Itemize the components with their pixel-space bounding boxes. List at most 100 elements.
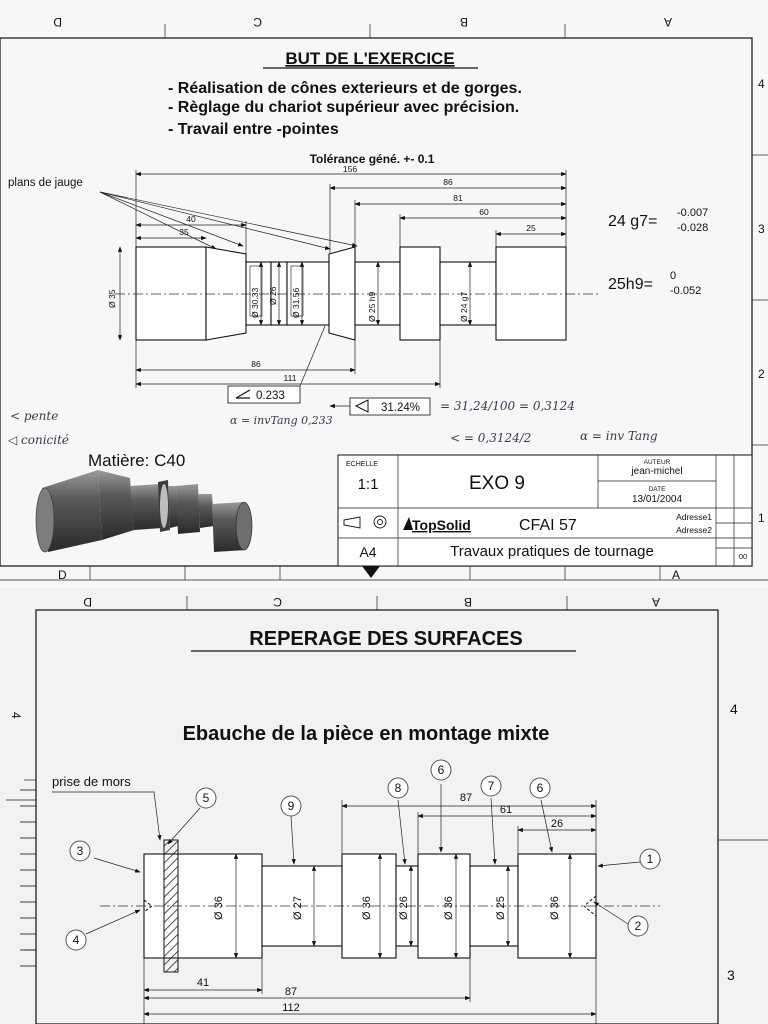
border-number-3: 3 xyxy=(758,222,765,236)
diam-31-56: Ø 31.56 xyxy=(291,287,301,318)
tolerance-note: Tolérance géné. +- 0.1 xyxy=(310,152,435,166)
border-number-4: 4 xyxy=(758,77,765,91)
balloons: 1 2 3 4 5 6 6 7 8 9 xyxy=(65,759,661,951)
svg-text:8: 8 xyxy=(395,781,402,795)
part-profile xyxy=(135,246,567,341)
bottom-letter-a: A xyxy=(672,568,680,582)
hand-note-inv-tang-2: α = inv Tang xyxy=(580,429,658,443)
material-label: Matière: C40 xyxy=(88,451,185,470)
rough-dim-87-top: 87 xyxy=(460,792,472,804)
objective-1: - Réalisation de cônes exterieurs et de … xyxy=(168,80,522,97)
svg-text:5: 5 xyxy=(203,791,210,805)
fit-h9-lower: -0.052 xyxy=(670,285,701,297)
school-name: CFAI 57 xyxy=(519,517,577,534)
hand-note-pente: < pente xyxy=(10,409,58,423)
bottom-sheet: D C B A 4 4 3 REPERAGE DES SURFACES Ebau… xyxy=(0,588,768,1024)
rough-diam-36-c: Ø 36 xyxy=(443,896,455,920)
border-letter-a: A xyxy=(664,15,672,29)
rough-diam-36-a: Ø 36 xyxy=(213,896,225,920)
bottom-letter-d: D xyxy=(58,568,67,582)
dim-111: 111 xyxy=(284,373,297,383)
svg-text:7: 7 xyxy=(488,779,495,793)
hand-note-inv-tang: α = invTang 0,233 xyxy=(230,414,333,427)
rough-diam-36-d: Ø 36 xyxy=(549,896,561,920)
bottom-border-number-4-left: 4 xyxy=(9,712,23,719)
date-label: DATE xyxy=(649,486,667,493)
rough-dim-87-bottom: 87 xyxy=(285,986,297,998)
svg-text:3: 3 xyxy=(77,844,84,858)
drawing-title: EXO 9 xyxy=(469,473,525,494)
dim-25: 25 xyxy=(526,223,536,233)
slope-callout: 0.233 xyxy=(227,325,326,404)
svg-text:6: 6 xyxy=(438,763,445,777)
bottom-border-letter-d: D xyxy=(83,595,92,609)
objective-2: - Règlage du chariot supérieur avec préc… xyxy=(168,99,519,116)
hand-note-ratio: = 31,24/100 = 0,3124 xyxy=(440,399,575,413)
diam-30-33: Ø 30.33 xyxy=(250,287,260,318)
diam-26: Ø 26 xyxy=(268,286,278,305)
fit-g7-label: 24 g7= xyxy=(608,213,657,230)
svg-text:2: 2 xyxy=(635,919,642,933)
adresse-2: Adresse2 xyxy=(676,525,712,535)
border-number-2: 2 xyxy=(758,367,765,381)
objective-3: - Travail entre -pointes xyxy=(168,121,339,138)
fit-g7-upper: -0.007 xyxy=(677,207,708,219)
date-value: 13/01/2004 xyxy=(632,494,682,505)
projection-symbol-icon xyxy=(343,515,387,529)
adresse-1: Adresse1 xyxy=(676,512,712,522)
software-name: TopSolid xyxy=(412,517,471,533)
cone-angle-value: 0.233 xyxy=(256,390,285,402)
balloon-2: 2 xyxy=(627,915,649,937)
hand-note-half: < = 0,3124/2 xyxy=(450,431,531,445)
top-sheet: D C B A 4 3 2 1 D A BUT DE L'EXERCICE - … xyxy=(0,15,768,582)
fit-h9-label: 25h9= xyxy=(608,276,653,293)
rough-dim-41: 41 xyxy=(197,977,209,989)
plans-de-jauge-label: plans de jauge xyxy=(8,177,83,189)
border-letter-b: B xyxy=(460,15,468,29)
sheet-format: A4 xyxy=(359,544,376,560)
dim-86-bottom: 86 xyxy=(251,359,261,369)
svg-text:4: 4 xyxy=(73,933,80,947)
balloon-6-b: 6 xyxy=(529,777,551,799)
drawing-subtitle: Travaux pratiques de tournage xyxy=(450,543,654,560)
montage-subtitle: Ebauche de la pièce en montage mixte xyxy=(183,723,550,745)
dim-156: 156 xyxy=(343,164,357,174)
topsolid-logo-icon xyxy=(403,517,413,530)
bottom-border-number-4-right: 4 xyxy=(730,701,738,717)
dim-35: 35 xyxy=(179,227,189,237)
rough-diam-27: Ø 27 xyxy=(292,896,304,920)
svg-text:9: 9 xyxy=(288,799,295,813)
balloon-8: 8 xyxy=(387,777,409,799)
dim-81: 81 xyxy=(453,193,463,203)
rough-dim-61: 61 xyxy=(500,804,512,816)
balloon-9: 9 xyxy=(280,795,302,817)
rough-dim-26: 26 xyxy=(551,818,563,830)
echelle-label: ECHELLE xyxy=(346,461,378,468)
bottom-border-letter-a: A xyxy=(652,595,660,609)
bottom-border-letter-b: B xyxy=(464,595,472,609)
conicity-value: 31.24% xyxy=(381,402,420,414)
balloon-4: 4 xyxy=(65,929,87,951)
balloon-7: 7 xyxy=(480,775,502,797)
exercise-title: BUT DE L'EXERCICE xyxy=(285,49,454,68)
balloon-3: 3 xyxy=(69,840,91,862)
rough-dim-112: 112 xyxy=(282,1002,300,1014)
fit-g7-lower: -0.028 xyxy=(677,222,708,234)
border-number-1: 1 xyxy=(758,511,765,525)
echelle-value: 1:1 xyxy=(358,476,379,493)
balloon-6-a: 6 xyxy=(430,759,452,781)
border-letter-c: C xyxy=(253,15,262,29)
balloon-1: 1 xyxy=(639,848,661,870)
balloon-5: 5 xyxy=(195,787,217,809)
bottom-border-number-3: 3 xyxy=(727,967,735,983)
fit-h9-upper: 0 xyxy=(670,270,676,282)
border-letter-d: D xyxy=(53,15,62,29)
title-block: ECHELLE 1:1 EXO 9 AUTEUR jean-michel DAT… xyxy=(337,454,753,567)
auteur-value: jean-michel xyxy=(630,466,682,477)
auteur-label: AUTEUR xyxy=(644,459,671,466)
svg-text:1: 1 xyxy=(647,852,654,866)
dim-86: 86 xyxy=(443,177,453,187)
prise-de-mors-label: prise de mors xyxy=(52,774,131,789)
rough-diam-36-b: Ø 36 xyxy=(361,896,373,920)
